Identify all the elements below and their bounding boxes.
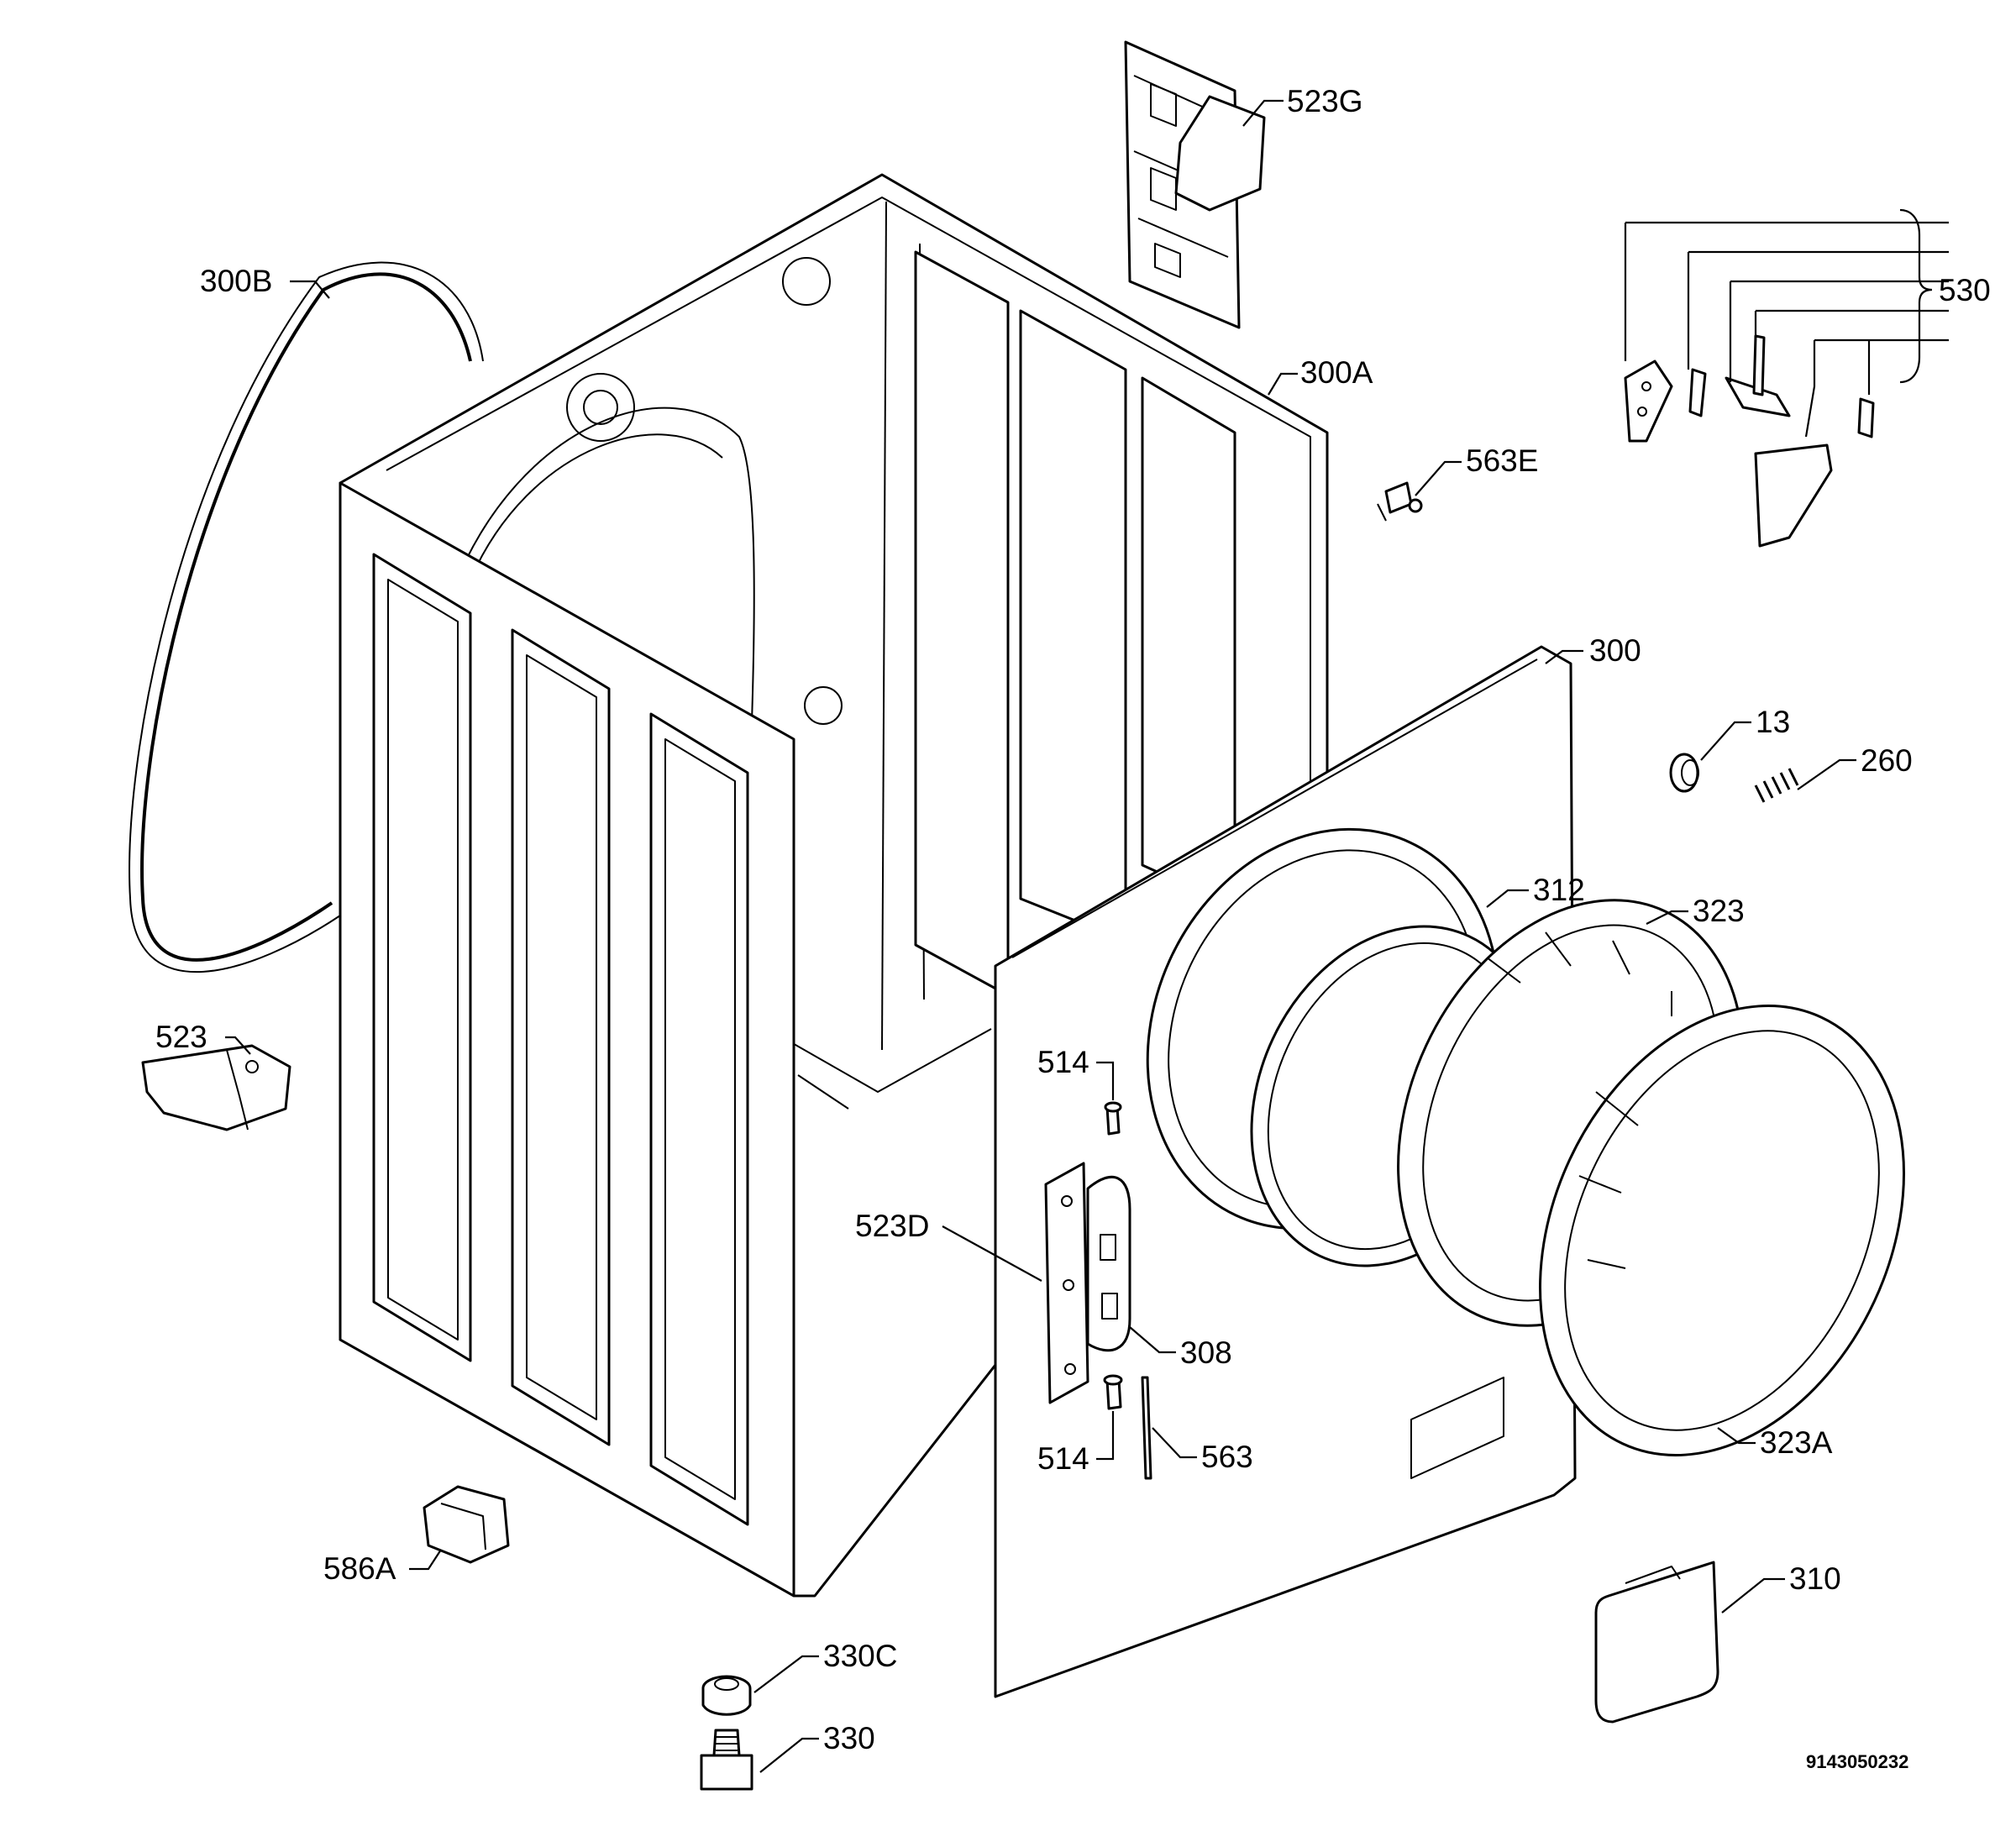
- label-308: 308: [1180, 1335, 1232, 1370]
- part-530-lock-assembly: [1624, 334, 1875, 548]
- document-id: 9143050232: [1806, 1751, 1908, 1772]
- part-13-bushing: [1669, 753, 1699, 793]
- label-300B: 300B: [200, 264, 272, 298]
- label-563: 563: [1201, 1440, 1253, 1474]
- label-323: 323: [1693, 894, 1745, 928]
- part-308-hinge: [1086, 1175, 1131, 1352]
- label-330: 330: [823, 1721, 875, 1755]
- part-523-bracket: [141, 1044, 291, 1131]
- part-523D-hinge-plate: [1044, 1162, 1089, 1404]
- part-side-panel: [339, 481, 795, 1598]
- label-260: 260: [1861, 743, 1913, 778]
- label-514-upper: 514: [1037, 1045, 1089, 1079]
- label-514-lower: 514: [1037, 1441, 1089, 1476]
- label-323A: 323A: [1760, 1425, 1833, 1460]
- label-330C: 330C: [823, 1639, 897, 1673]
- label-300A: 300A: [1300, 355, 1373, 390]
- part-514-pin-lower: [1103, 1374, 1123, 1410]
- part-586A-switch: [423, 1485, 510, 1564]
- part-563E-connector: [1377, 481, 1423, 522]
- part-330C-foot-cap: [701, 1675, 752, 1716]
- part-310-filter-flap: [1594, 1561, 1719, 1724]
- part-514-pin-upper: [1104, 1101, 1122, 1136]
- part-563-rod: [1141, 1376, 1152, 1480]
- label-523G: 523G: [1287, 84, 1363, 118]
- part-523G-rear-bracket: [1124, 40, 1266, 329]
- label-586A: 586A: [323, 1551, 396, 1586]
- label-530: 530: [1939, 273, 1991, 307]
- part-323A-door-outer-ring: [1539, 1005, 1905, 1456]
- label-523D: 523D: [855, 1209, 929, 1243]
- part-330-foot: [700, 1729, 753, 1791]
- label-310: 310: [1789, 1561, 1841, 1596]
- label-563E: 563E: [1466, 443, 1538, 478]
- label-13: 13: [1756, 705, 1790, 739]
- label-523: 523: [155, 1020, 207, 1054]
- part-300B-rear-ring: [129, 261, 484, 973]
- part-labels: 523G 530 300B 300A 563E 300 13 260 312 3…: [155, 84, 1991, 1772]
- leader-lines: [225, 99, 1949, 1773]
- part-260-spring: [1754, 768, 1799, 803]
- label-300: 300: [1589, 633, 1641, 668]
- label-312: 312: [1533, 873, 1585, 907]
